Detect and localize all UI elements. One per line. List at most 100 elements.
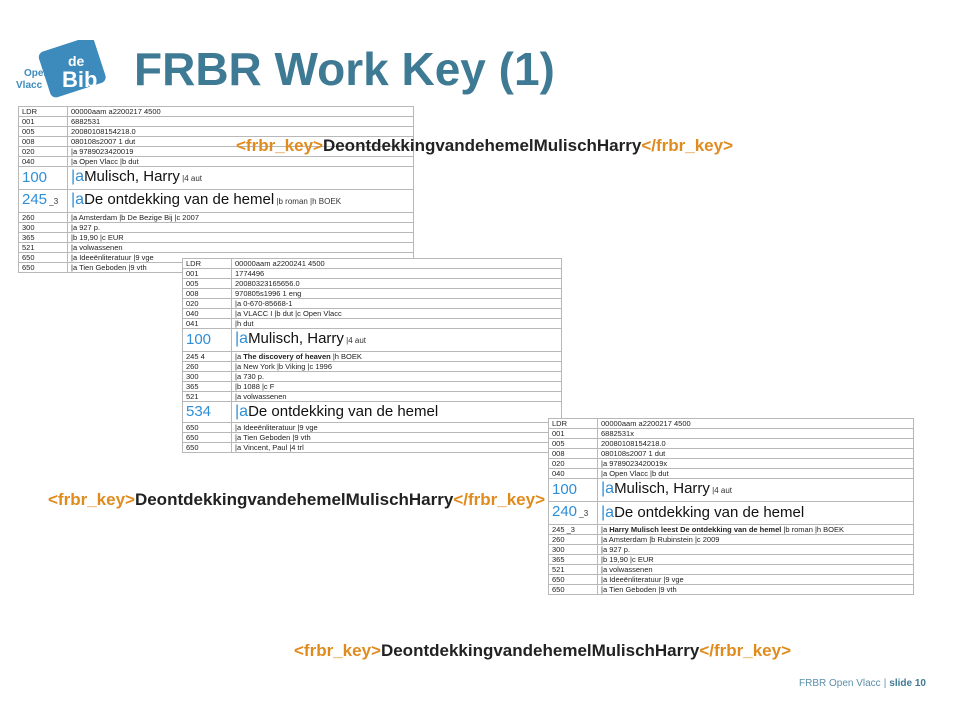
marc-tag: 300 bbox=[182, 371, 232, 382]
marc-tag-code: 365 bbox=[22, 233, 35, 242]
marc-value: 00000aam a2200217 4500 bbox=[597, 418, 914, 429]
marc-value-text: |a 927 p. bbox=[601, 545, 631, 554]
marc-tag-code: 245 _3 bbox=[552, 525, 575, 534]
subfield-marker: |a bbox=[71, 168, 85, 185]
marc-value-text: |a Ideeënliteratuur |9 vge bbox=[71, 253, 154, 262]
marc-tag: 001 bbox=[548, 428, 598, 439]
marc-value-text: |a Amsterdam |b De Bezige Bij |c 2007 bbox=[71, 213, 199, 222]
marc-tag-code: 100 bbox=[186, 331, 212, 348]
marc-tag: 040 bbox=[548, 468, 598, 479]
marc-field-row: 521|a volwassenen bbox=[18, 242, 414, 253]
marc-value-text: |a 927 p. bbox=[71, 223, 101, 232]
marc-value: |b 1088 |c F bbox=[231, 381, 562, 392]
marc-tag: 245 4 bbox=[182, 351, 232, 362]
marc-tag: 005 bbox=[18, 126, 68, 137]
marc-value: |a 927 p. bbox=[597, 544, 914, 555]
marc-value: |a Open Vlacc |b dut bbox=[67, 156, 414, 167]
marc-tag-code: 245 4 bbox=[186, 352, 205, 361]
marc-tag: 100 bbox=[18, 166, 68, 190]
marc-value: |aDe ontdekking van de hemel |b roman |h… bbox=[67, 189, 414, 213]
marc-tag-code: LDR bbox=[186, 259, 202, 268]
marc-value-text: |b 19,90 |c EUR bbox=[71, 233, 124, 242]
marc-value-text: |a Ideeënliteratuur |9 vge bbox=[235, 423, 318, 432]
marc-tag-code: 001 bbox=[22, 117, 35, 126]
marc-field-row: 020|a 0-670-85668-1 bbox=[182, 298, 562, 309]
marc-value: |a volwassenen bbox=[597, 564, 914, 575]
marc-field-row: 365 |b 19,90 |c EUR bbox=[18, 232, 414, 243]
marc-tag-code: 260 bbox=[552, 535, 565, 544]
marc-tag: 041 bbox=[182, 318, 232, 329]
marc-tag-code: 365 bbox=[552, 555, 565, 564]
marc-tag-code: 521 bbox=[552, 565, 565, 574]
marc-tag-code: LDR bbox=[552, 419, 568, 428]
marc-tag-code: 300 bbox=[186, 372, 199, 381]
marc-tag-code: 300 bbox=[552, 545, 565, 554]
marc-tag-code: 650 bbox=[22, 263, 35, 272]
frbr-key-open-tag: <frbr_key> bbox=[48, 490, 135, 509]
marc-tag: 260 bbox=[548, 534, 598, 545]
marc-tag: 020 bbox=[548, 458, 598, 469]
frbr-key-close-tag: </frbr_key> bbox=[699, 641, 792, 660]
marc-value-text: |a Tien Geboden |9 vth bbox=[235, 433, 311, 442]
marc-field-row: 245 _3|a Harry Mulisch leest De ontdekki… bbox=[548, 524, 914, 535]
marc-value: |a Tien Geboden |9 vth bbox=[597, 584, 914, 595]
marc-subfield-prefix: |a bbox=[235, 352, 244, 361]
marc-value-text: |a Tien Geboden |9 vth bbox=[71, 263, 147, 272]
marc-tag: 650 bbox=[18, 262, 68, 273]
marc-value: |a 9789023420019x bbox=[597, 458, 914, 469]
marc-indicator: _3 bbox=[577, 509, 589, 518]
marc-field-row: 040|a Open Vlacc |b dut bbox=[548, 468, 914, 479]
marc-subfields: |4 aut bbox=[343, 336, 367, 345]
marc-tag: 240 _3 bbox=[548, 501, 598, 525]
marc-main-value: De ontdekking van de hemel bbox=[614, 504, 805, 521]
marc-value: |a Tien Geboden |9 vth bbox=[231, 432, 562, 443]
marc-field-row: 100 |aMulisch, Harry |4 aut bbox=[182, 328, 562, 352]
marc-tag-code: 245 bbox=[22, 191, 48, 208]
marc-value: |a VLACC I |b dut |c Open Vlacc bbox=[231, 308, 562, 319]
marc-tag-code: 005 bbox=[552, 439, 565, 448]
svg-text:Vlacc: Vlacc bbox=[16, 80, 43, 91]
marc-field-row: 240 _3|aDe ontdekking van de hemel bbox=[548, 501, 914, 525]
marc-value-text: 080108s2007 1 dut bbox=[71, 137, 136, 146]
marc-subfield-suffix: |h BOEK bbox=[330, 352, 362, 361]
marc-tag-code: 650 bbox=[186, 433, 199, 442]
marc-field-row: 260|a New York |b Viking |c 1996 bbox=[182, 361, 562, 372]
marc-tag: 650 bbox=[18, 252, 68, 263]
marc-field-row: 245 _3|aDe ontdekking van de hemel |b ro… bbox=[18, 189, 414, 213]
marc-tag-code: 001 bbox=[552, 429, 565, 438]
marc-value: |a Amsterdam |b Rubinstein |c 2009 bbox=[597, 534, 914, 545]
marc-value-text: 20080323165656.0 bbox=[235, 279, 300, 288]
frbr-key-1: <frbr_key>DeontdekkingvandehemelMulischH… bbox=[236, 136, 733, 156]
marc-value: 00000aam a2200241 4500 bbox=[231, 258, 562, 269]
marc-value-text: |b 1088 |c F bbox=[235, 382, 275, 391]
marc-value: |aMulisch, Harry |4 aut bbox=[597, 478, 914, 502]
marc-tag: 365 bbox=[182, 381, 232, 392]
marc-value: 970805s1996 1 eng bbox=[231, 288, 562, 299]
marc-main-value: Mulisch, Harry bbox=[84, 168, 180, 185]
footer-separator: | bbox=[883, 678, 887, 689]
marc-value: |aMulisch, Harry |4 aut bbox=[231, 328, 562, 352]
marc-tag-code: 020 bbox=[186, 299, 199, 308]
marc-value-text: |a volwassenen bbox=[235, 392, 287, 401]
frbr-key-value: DeontdekkingvandehemelMulischHarry bbox=[134, 490, 454, 509]
marc-tag-code: 100 bbox=[552, 481, 578, 498]
marc-tag: 650 bbox=[182, 442, 232, 453]
marc-value: |a volwassenen bbox=[67, 242, 414, 253]
marc-value-text: |a Vincent, Paul |4 trl bbox=[235, 443, 304, 452]
marc-tag: 008 bbox=[18, 136, 68, 147]
marc-tag-code: 005 bbox=[186, 279, 199, 288]
marc-tag: 040 bbox=[182, 308, 232, 319]
subfield-marker: |a bbox=[235, 330, 249, 347]
marc-title-value: The discovery of heaven bbox=[243, 352, 331, 361]
marc-tag-code: 001 bbox=[186, 269, 199, 278]
marc-main-value: De ontdekking van de hemel bbox=[84, 191, 275, 208]
marc-tag: 300 bbox=[18, 222, 68, 233]
marc-tag: 001 bbox=[18, 116, 68, 127]
marc-value-text: |a Ideeënliteratuur |9 vge bbox=[601, 575, 684, 584]
marc-field-row: 100|aMulisch, Harry |4 aut bbox=[18, 166, 414, 190]
marc-main-value: Mulisch, Harry bbox=[614, 480, 710, 497]
